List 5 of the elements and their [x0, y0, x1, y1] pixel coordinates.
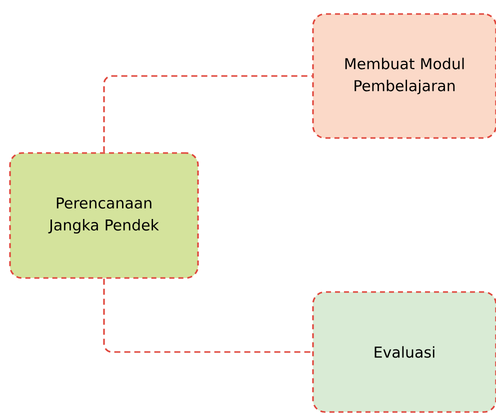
- process-box: Evaluasi: [312, 291, 496, 413]
- connector-line: [103, 278, 312, 353]
- connector-line: [103, 75, 312, 152]
- process-box: Perencanaan Jangka Pendek: [9, 152, 199, 279]
- process-box: Membuat Modul Pembelajaran: [312, 13, 496, 139]
